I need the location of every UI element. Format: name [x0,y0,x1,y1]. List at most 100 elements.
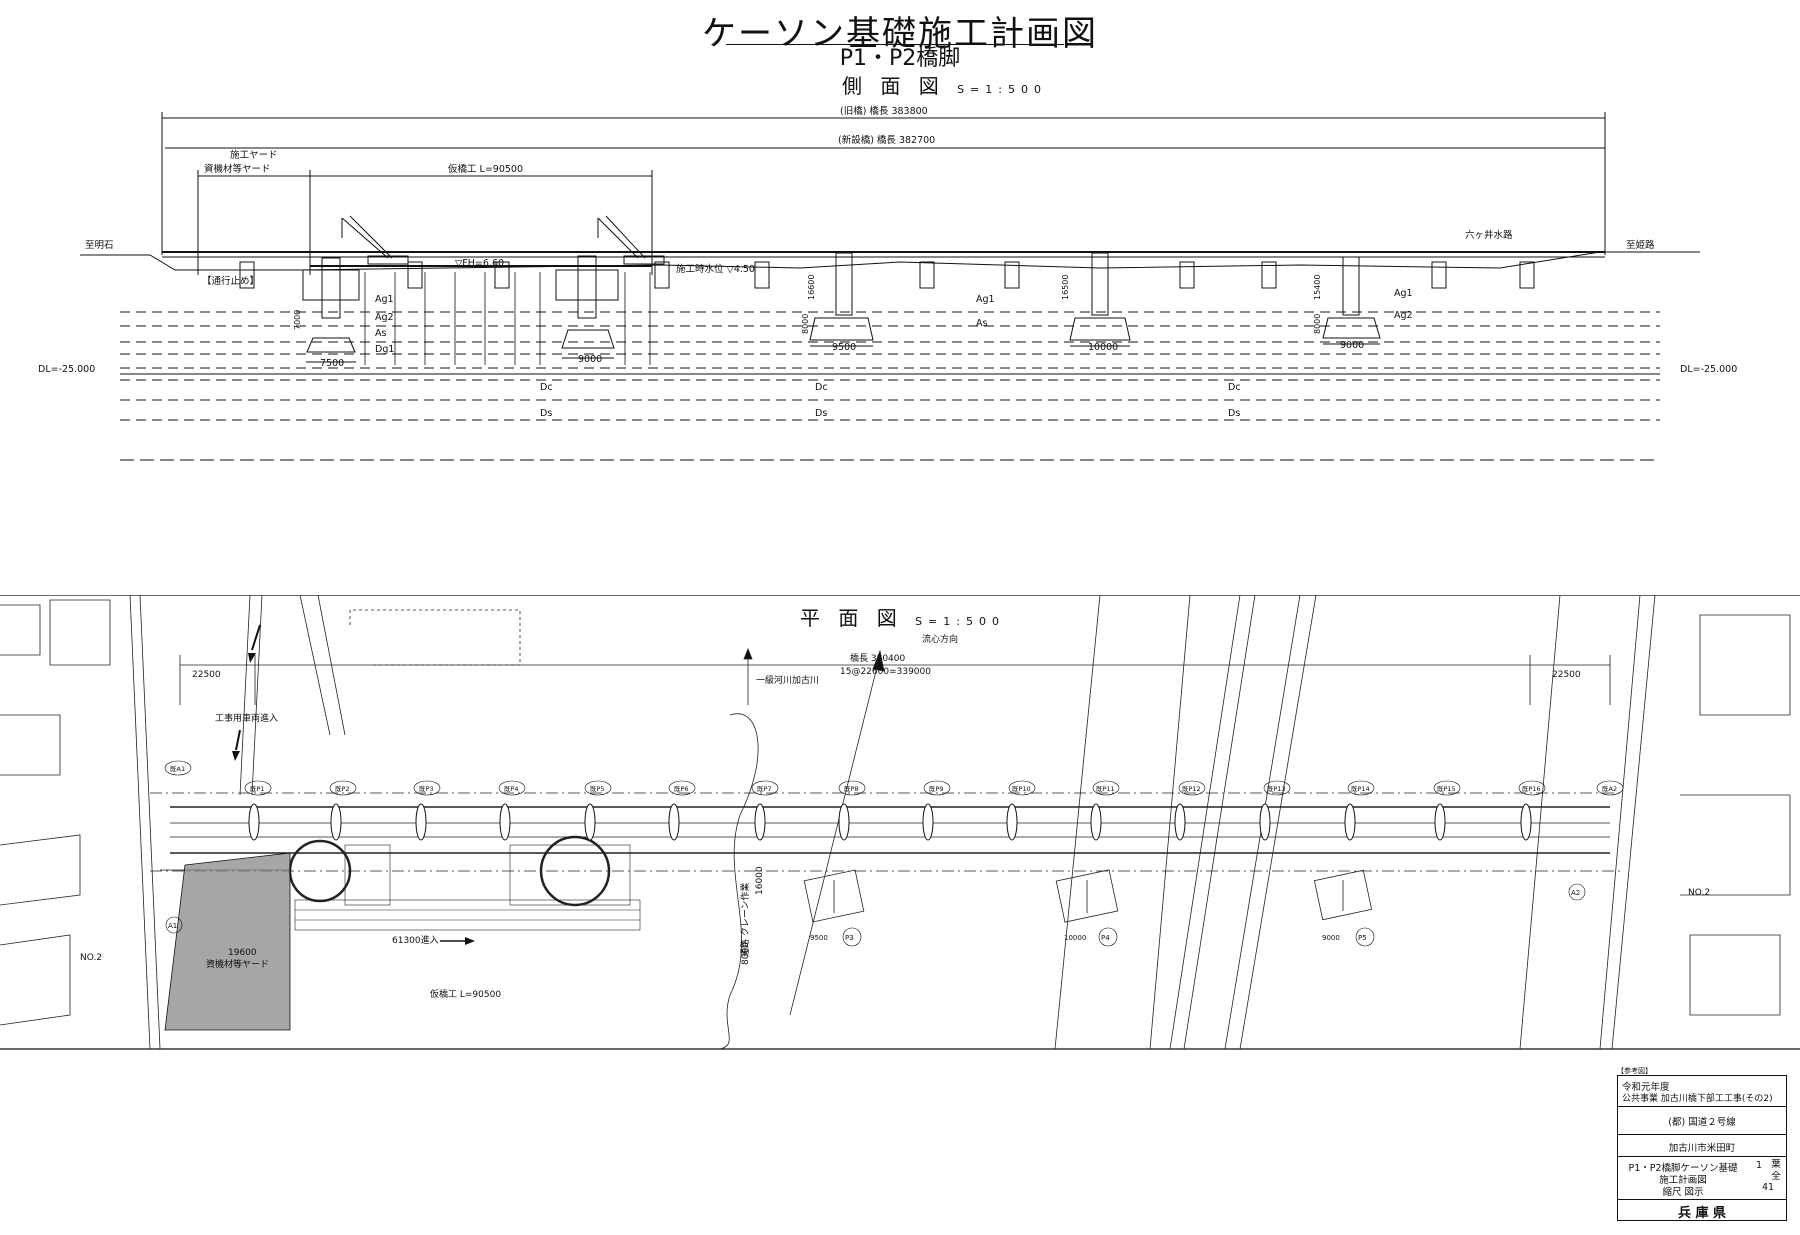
plan-view-label: 平 面 図 S=1:500 [800,602,1005,631]
vehicle-arrows [232,624,475,945]
new-pier-p4-dim: 10000 [1064,934,1086,942]
yard-label-2: 資機材等ヤード [204,163,271,175]
soil-dc: Dc [540,382,553,393]
fh-level: ▽FH=6.60 [455,258,504,269]
pier-label-p16: 既P16 [1522,785,1541,793]
new-pier-p4 [1055,869,1119,923]
dim-p3: 9500 [832,342,856,353]
soil-ds-3: Ds [1228,408,1240,419]
soil-as: As [375,328,386,339]
pier-label-p1: 既P1 [250,785,265,793]
height-p5: 15400 [1313,275,1322,300]
pier-label-p15: 既P15 [1437,785,1456,793]
caisson-pier-p5 [1322,256,1381,345]
dl-right: DL=-25.000 [1680,364,1737,375]
plan-bridge-length: 橋長 380400 [850,652,905,664]
span-formula: 15@22600=339000 [840,667,931,677]
crane-dim-1: 16000 [755,866,765,895]
drawing-subtitle: P1・P2橋脚 [839,46,961,71]
side-view-drawing: (旧橋) 橋長 383800 (新設橋) 橋長 382700 施工ヤード 資機材… [38,105,1737,461]
abutment-a2: A2 [1571,889,1580,897]
soil-ds-2: Ds [815,408,827,419]
tb-divider-1 [1618,1106,1786,1107]
crane-dim-2: 8000 [741,942,751,965]
pier-label-p8: 既P8 [844,785,859,793]
tb-road: (都) 国道２号線 [1668,1117,1736,1128]
pier-label-a1: 既A1 [170,765,185,773]
tb-total: 41 [1761,1182,1775,1193]
pier-label-p9: 既P9 [929,785,944,793]
flow-direction: 流心方向 [922,633,958,645]
yard-label: 資機材等ヤード [206,958,269,970]
dim-p4: 10000 [1088,342,1118,353]
caisson-pier-p1 [302,257,360,363]
tb-scale: 縮尺 図示 [1662,1187,1704,1198]
side-view-title: 側 面 図 [842,74,945,98]
plan-temp-bridge: 仮橋工 L=90500 [430,988,501,1000]
pier-label-ellipses [164,760,1624,947]
title-underline [726,44,1064,45]
new-pier-p5-label: P5 [1358,934,1367,942]
crossing-roads [1054,595,1317,1050]
soil-dc-3: Dc [1228,382,1241,393]
temp-bridge-piles [364,272,651,365]
span-left: 22500 [192,670,221,680]
river-name: 一級河川加古川 [756,674,819,686]
pier-label-p14: 既P14 [1351,785,1370,793]
new-pier-p5 [1313,869,1373,921]
dim-p1: 7500 [320,358,344,369]
route-left: NO.2 [80,953,102,963]
tb-divider-3 [1618,1156,1786,1157]
span-right: 22500 [1552,670,1581,680]
pier-label-p2: 既P2 [335,785,350,793]
new-pier-p3 [803,869,865,923]
material-yard [164,852,291,1031]
reference-label: 【参考図】 [1617,1067,1652,1075]
pier-label-p4: 既P4 [504,785,519,793]
to-himeji: 至姫路 [1626,239,1655,251]
new-pier-p3-dim: 9500 [810,934,828,942]
height-p3: 16600 [807,275,816,300]
plan-view-scale: S=1:500 [915,615,1005,628]
ground-line [80,251,1700,271]
height-p5-bottom: 8000 [1313,314,1322,334]
river-channel [719,713,759,1050]
water-level: 施工時水位 ▽4.50 [676,263,755,275]
right-urban-area [1519,595,1791,1050]
tb-project: 公共事業 加古川橋下部工工事(その2) [1622,1094,1773,1104]
tb-divider-4 [1618,1199,1786,1200]
rokkai-channel: 六ヶ井水路 [1465,229,1513,241]
drawing-title: ケーソン基礎施工計画図 [702,14,1098,54]
tb-drawing: P1・P2橋脚ケーソン基礎 [1628,1163,1738,1174]
soil-ag1-3: Ag1 [1394,288,1413,299]
tb-drawing-2: 施工計画図 [1659,1175,1707,1186]
vehicle-entry: 工事用車両進入 [215,712,278,724]
yard-outline-top [349,609,521,666]
pier-label-p7: 既P7 [757,785,772,793]
pier-label-p6: 既P6 [674,785,689,793]
road-closure: 【通行止め】 [202,275,259,287]
tb-total-label: 全 [1771,1171,1781,1182]
crane-path: 通路 クレーン作業 [739,883,751,957]
new-pier-p4-label: P4 [1101,934,1110,942]
temp-bridge-label: 仮橋工 L=90500 [448,163,523,175]
crawler-crane-1 [341,215,409,265]
temp-bridge-grid [294,844,641,931]
tb-sheet-no: 1 [1755,1160,1763,1171]
crawler-crane-2 [597,215,665,265]
dim-p2: 9000 [578,354,602,365]
existing-piers [239,261,1535,289]
pier-label-p10: 既P10 [1012,785,1031,793]
caisson-pier-p3 [809,252,874,347]
soil-ag2-3: Ag2 [1394,310,1413,321]
pier-label-p5: 既P5 [590,785,605,793]
side-view-scale: S=1:500 [957,83,1047,96]
tb-location: 加古川市米田町 [1668,1143,1736,1154]
tb-year: 令和元年度 [1622,1082,1670,1093]
abutment-a1: A1 [168,922,177,930]
pier-label-p11: 既P11 [1096,785,1115,793]
caisson-pier-p4 [1069,252,1131,347]
soil-ag2: Ag2 [375,312,394,323]
height-p4: 16500 [1061,275,1070,300]
caisson-pier-p2 [555,255,619,359]
